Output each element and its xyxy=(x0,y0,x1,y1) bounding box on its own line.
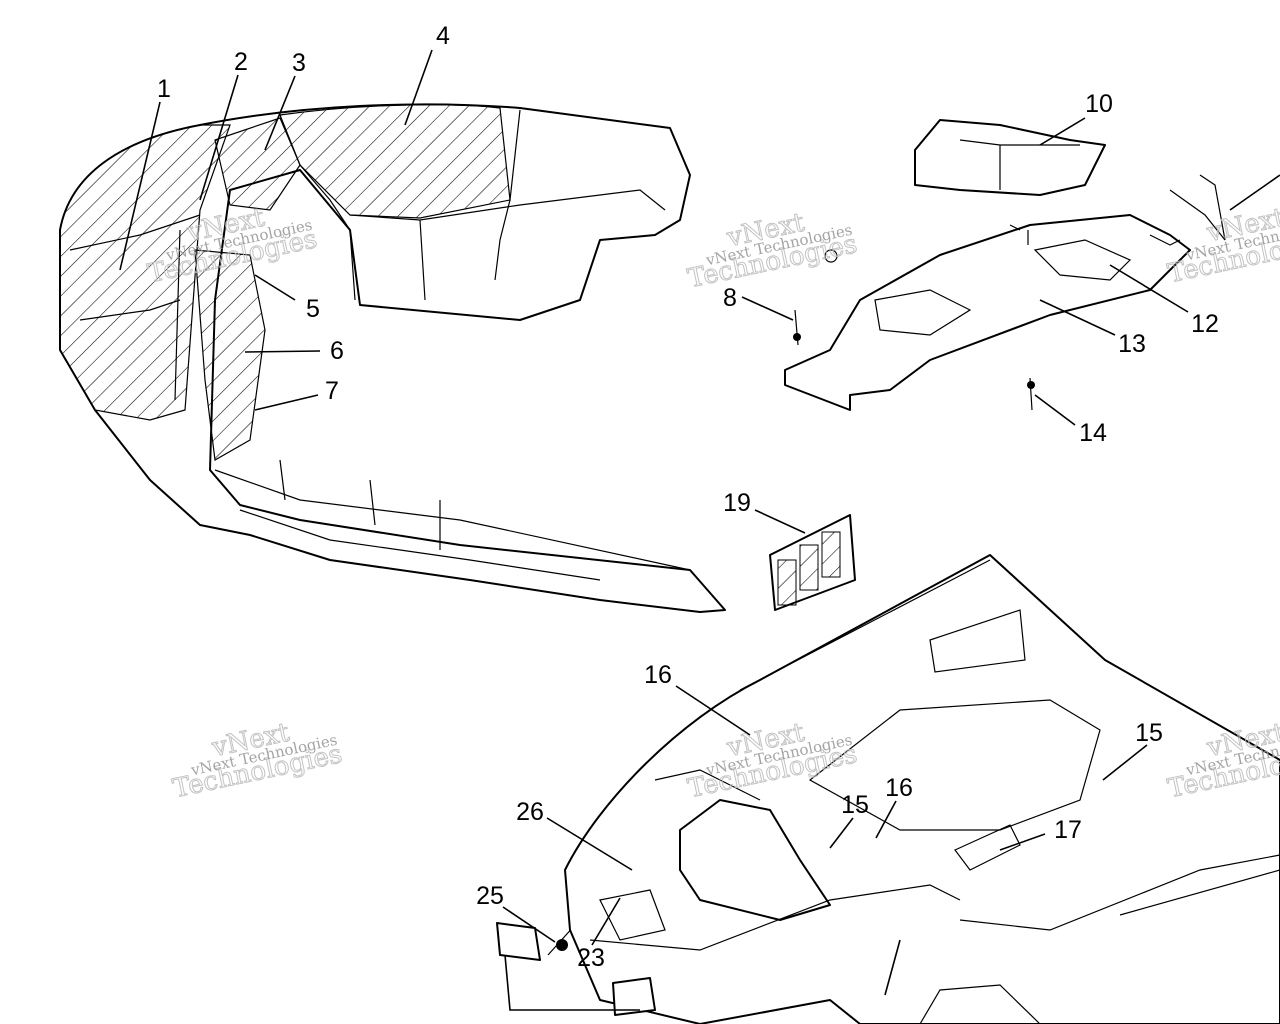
callout-17: 17 xyxy=(1054,816,1082,844)
decal-right xyxy=(612,977,656,1016)
tether-clip xyxy=(1169,174,1226,241)
vent-louver xyxy=(769,514,856,611)
callout-1: 1 xyxy=(157,75,171,103)
callout-25: 25 xyxy=(476,882,504,910)
callout-14: 14 xyxy=(1079,419,1107,447)
callout-26: 26 xyxy=(516,798,544,826)
lower-body-panel xyxy=(564,554,1280,1024)
hood-assembly xyxy=(59,103,726,613)
callout-16-mid: 16 xyxy=(885,774,913,802)
callout-2: 2 xyxy=(234,48,248,76)
callout-16-top: 16 xyxy=(644,661,672,689)
callout-15-right: 15 xyxy=(1135,719,1163,747)
callout-23: 23 xyxy=(577,944,605,972)
callout-7: 7 xyxy=(325,377,339,405)
callout-5: 5 xyxy=(306,295,320,323)
callout-15-mid: 15 xyxy=(841,791,869,819)
mounting-plate xyxy=(784,214,1191,411)
callout-6: 6 xyxy=(330,337,344,365)
callout-8: 8 xyxy=(723,284,737,312)
callout-13: 13 xyxy=(1118,330,1146,358)
callout-10: 10 xyxy=(1085,90,1113,118)
leader-lines xyxy=(119,49,1280,1011)
callout-19: 19 xyxy=(723,489,751,517)
callout-labels: 1 2 3 4 5 6 7 8 10 12 13 14 19 16 15 16 … xyxy=(157,22,1219,972)
callout-4: 4 xyxy=(436,22,450,50)
callout-12: 12 xyxy=(1191,310,1219,338)
decal-left xyxy=(496,922,541,961)
callout-3: 3 xyxy=(292,49,306,77)
seat-cushion xyxy=(914,119,1106,196)
